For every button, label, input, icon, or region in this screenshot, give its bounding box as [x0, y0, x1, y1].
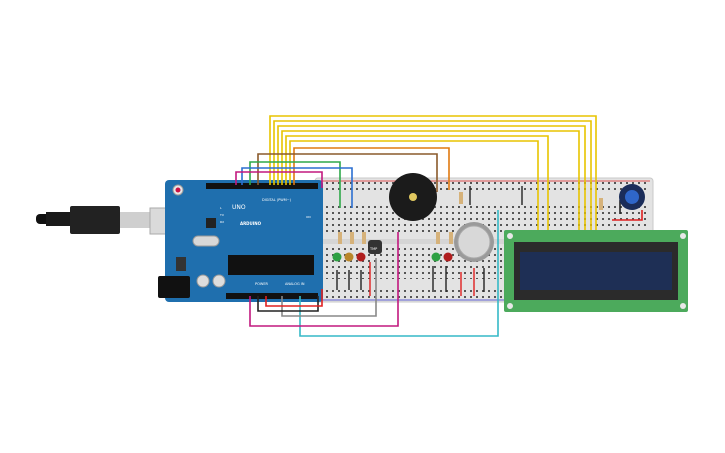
sensor-label: TMP	[369, 247, 377, 251]
analog-power-header[interactable]	[226, 293, 318, 299]
lcd-display[interactable]	[504, 230, 688, 312]
l-label: L	[220, 206, 222, 210]
wire-orange[interactable]	[293, 147, 450, 190]
resistor[interactable]	[459, 192, 463, 204]
wire-yellow[interactable]	[285, 135, 549, 232]
wire-red[interactable]	[612, 210, 643, 221]
reset-button[interactable]	[175, 187, 181, 193]
resistor[interactable]	[338, 232, 342, 244]
resistor[interactable]	[599, 198, 603, 210]
resistor[interactable]	[350, 232, 354, 244]
led-red[interactable]	[356, 252, 366, 262]
wire-yellow[interactable]	[273, 120, 592, 232]
wire-black[interactable]	[257, 296, 319, 312]
wire-yellow[interactable]	[277, 125, 586, 232]
wire-red[interactable]	[265, 289, 323, 307]
wire-green[interactable]	[249, 161, 341, 208]
wire-brown[interactable]	[257, 153, 438, 192]
capacitor	[212, 274, 226, 288]
led-green[interactable]	[332, 252, 342, 262]
arduino-brand: ARDUINO	[240, 221, 262, 226]
wire-magenta[interactable]	[235, 171, 323, 188]
wire-yellow[interactable]	[289, 140, 539, 232]
arduino-uno-board[interactable]: UNO ARDUINO DIGITAL (PWM~) POWER ANALOG …	[158, 180, 323, 302]
on-label: ON	[306, 215, 311, 219]
gas-sensor[interactable]	[454, 222, 494, 262]
wire-blue[interactable]	[241, 167, 353, 208]
resistor[interactable]	[449, 232, 453, 244]
power-jack	[158, 276, 190, 298]
arduino-model: UNO	[232, 204, 246, 211]
analog-label: ANALOG IN	[285, 282, 305, 286]
regulator	[176, 257, 186, 271]
digital-header[interactable]	[206, 183, 318, 189]
resistor[interactable]	[362, 232, 366, 244]
rx-label: RX	[220, 220, 224, 224]
lcd-screen	[520, 252, 672, 290]
crystal	[192, 235, 220, 247]
led-green[interactable]	[431, 252, 441, 262]
wire-yellow[interactable]	[269, 115, 597, 232]
regulator	[206, 218, 216, 228]
wire-magenta[interactable]	[249, 232, 399, 327]
leds[interactable]	[332, 252, 453, 262]
wires[interactable]	[235, 115, 643, 337]
jumpers[interactable]	[336, 186, 523, 296]
resistors[interactable]	[338, 192, 603, 244]
capacitor	[196, 274, 210, 288]
digital-label: DIGITAL (PWM~)	[262, 198, 292, 202]
led-red[interactable]	[443, 252, 453, 262]
microcontroller-chip	[228, 255, 314, 275]
potentiometer[interactable]	[619, 184, 645, 210]
led-yellow[interactable]	[344, 252, 354, 262]
temperature-sensor[interactable]: TMP	[368, 240, 382, 254]
wire-yellow[interactable]	[281, 130, 580, 232]
resistor[interactable]	[436, 232, 440, 244]
power-label: POWER	[255, 282, 269, 286]
usb-cable[interactable]	[36, 206, 187, 235]
piezo-buzzer[interactable]	[389, 173, 437, 221]
tx-label: TX	[219, 213, 224, 217]
